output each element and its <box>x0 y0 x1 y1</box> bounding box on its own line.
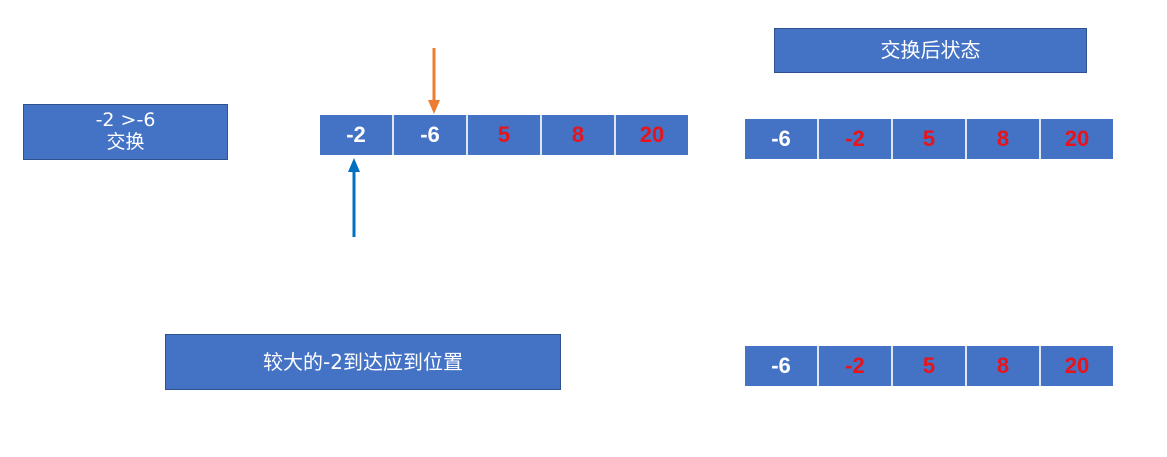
after-swap-title: 交换后状态 <box>774 28 1087 73</box>
array-cell: -6 <box>745 119 819 159</box>
array-cell: 5 <box>893 346 967 386</box>
array-cell: 20 <box>616 115 688 155</box>
arrow-up-icon <box>348 158 360 237</box>
array-cell: -6 <box>394 115 468 155</box>
result-text: 较大的-2到达应到位置 <box>263 349 463 374</box>
swap-text: 交换 <box>106 131 145 153</box>
array-cell: 8 <box>542 115 616 155</box>
final-array: -6 -2 5 8 20 <box>745 346 1113 386</box>
current-array: -2 -6 5 8 20 <box>320 115 688 155</box>
after-swap-array: -6 -2 5 8 20 <box>745 119 1113 159</box>
compare-text: -2 >-6 <box>95 109 156 132</box>
array-cell: -2 <box>819 346 893 386</box>
array-cell: 8 <box>967 346 1041 386</box>
array-cell: -6 <box>745 346 819 386</box>
arrow-down-icon <box>428 48 440 114</box>
compare-label-box: -2 >-6 交换 <box>23 104 228 160</box>
array-cell: 20 <box>1041 346 1113 386</box>
array-cell: 20 <box>1041 119 1113 159</box>
array-cell: 5 <box>468 115 542 155</box>
array-cell: -2 <box>819 119 893 159</box>
array-cell: 8 <box>967 119 1041 159</box>
after-swap-title-text: 交换后状态 <box>880 38 981 62</box>
array-cell: -2 <box>320 115 394 155</box>
array-cell: 5 <box>893 119 967 159</box>
result-label-box: 较大的-2到达应到位置 <box>165 334 561 390</box>
